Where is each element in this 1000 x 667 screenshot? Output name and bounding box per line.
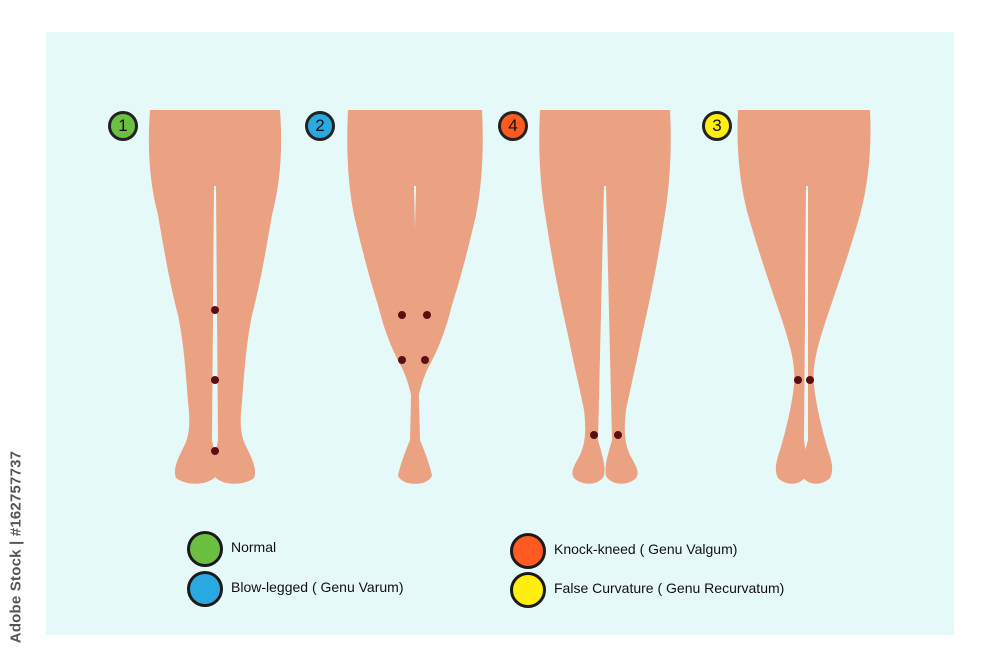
- legend-swatch-recurvatum: [510, 572, 546, 608]
- legs-varum: [347, 110, 483, 484]
- legend-swatch-varum: [187, 571, 223, 607]
- badge-valgum: 4: [498, 111, 528, 141]
- legend-label-valgum: Knock-kneed ( Genu Valgum): [554, 541, 738, 557]
- legend-swatch-normal: [187, 531, 223, 567]
- legend-label-normal: Normal: [231, 539, 277, 555]
- badge-recurvatum: 3: [702, 111, 732, 141]
- legend-label-varum: Blow-legged ( Genu Varum): [231, 579, 404, 595]
- watermark-text: Adobe Stock | #162757737: [7, 450, 25, 644]
- legs-normal: [148, 110, 282, 484]
- legs-valgum: [539, 110, 671, 484]
- legend-swatch-valgum: [510, 533, 546, 569]
- legs-recurvatum: [737, 110, 871, 484]
- legend-label-recurvatum: False Curvature ( Genu Recurvatum): [554, 580, 785, 596]
- badge-varum: 2: [305, 111, 335, 141]
- watermark: Adobe Stock | #162757737: [4, 432, 28, 662]
- badge-normal: 1: [108, 111, 138, 141]
